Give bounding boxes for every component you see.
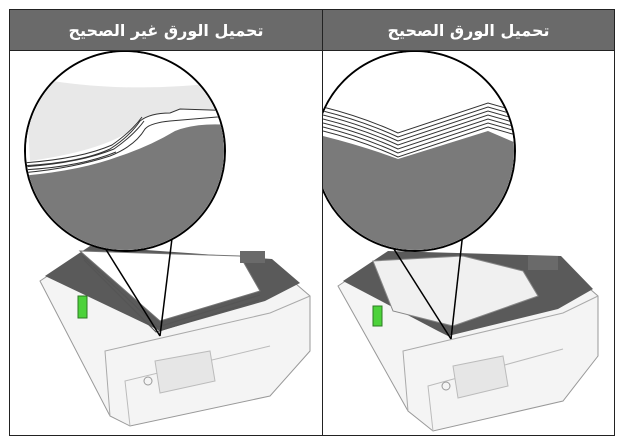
incorrect-loading-illustration bbox=[10, 51, 322, 435]
incorrect-loading-header: تحميل الورق غير الصحيح bbox=[10, 10, 322, 51]
correct-loading-header: تحميل الورق الصحيح bbox=[323, 10, 614, 51]
comparison-figure: تحميل الورق غير الصحيح bbox=[9, 9, 615, 436]
incorrect-loading-panel: تحميل الورق غير الصحيح bbox=[10, 10, 323, 435]
correct-loading-illustration bbox=[323, 51, 614, 435]
correct-loading-panel: تحميل الورق الصحيح bbox=[323, 10, 614, 435]
